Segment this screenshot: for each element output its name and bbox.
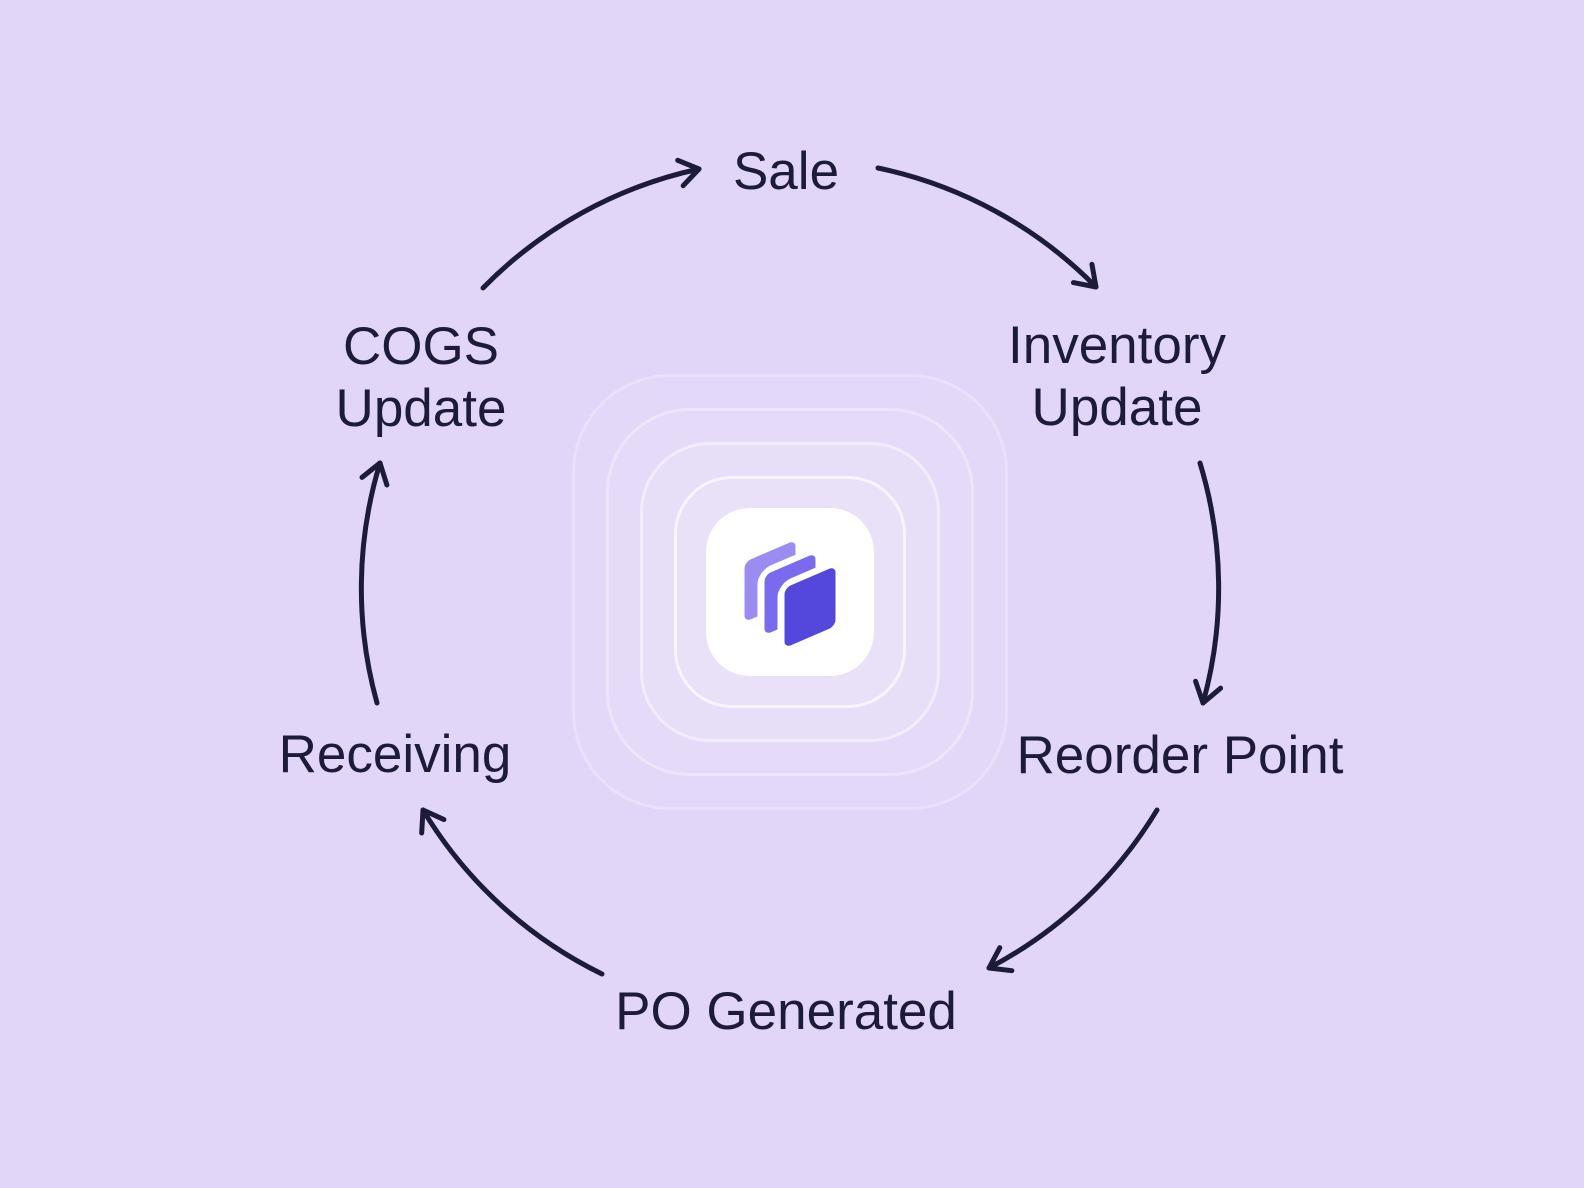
arrow-po-to-receiving (419, 807, 605, 977)
node-cogs-update: COGS Update (335, 317, 507, 438)
arrow-sale-to-inventory (875, 165, 1099, 290)
arrow-receiving-to-cogs (358, 460, 390, 706)
node-sale: Sale (732, 142, 840, 201)
node-receiving: Receiving (278, 725, 512, 784)
arrow-cogs-to-sale (480, 157, 702, 291)
stacked-pages-logo-icon (706, 508, 874, 676)
node-reorder-point: Reorder Point (1016, 726, 1344, 785)
logo-page-front (777, 560, 843, 654)
node-po-generated: PO Generated (615, 982, 957, 1041)
node-inventory-update: Inventory Update (1007, 316, 1227, 437)
arrow-inventory-to-reorder (1193, 460, 1224, 706)
arrow-reorder-to-po (986, 807, 1160, 974)
